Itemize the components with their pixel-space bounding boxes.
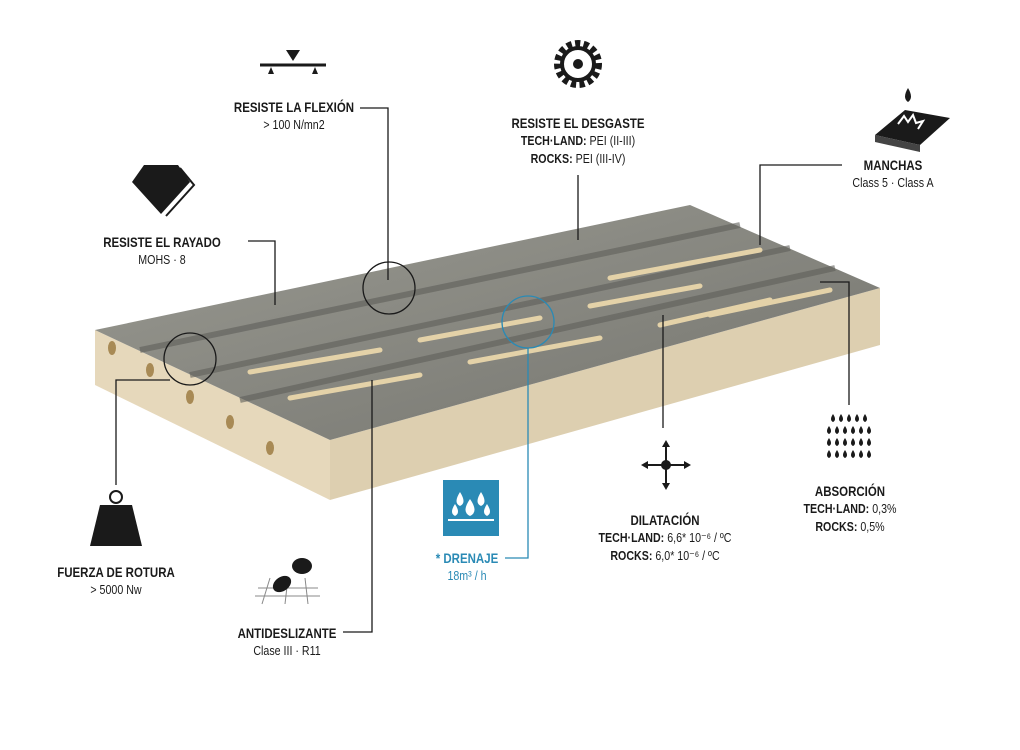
absorcion-key2: ROCKS: [815,519,858,534]
antideslizante-value: Clase III · R11 [253,643,321,658]
gear-icon [554,40,602,88]
dilatacion-val1: 6,6* 10⁻⁶ / ºC [667,530,732,545]
drop-mark [851,438,855,446]
drop-mark [859,426,863,434]
drop-mark [867,438,871,446]
drenaje-label: * DRENAJE 18m³ / h [436,549,499,585]
drop-mark [839,414,843,422]
manchas-title: MANCHAS [863,157,923,173]
drop-mark [843,438,847,446]
drop-mark [827,450,831,458]
drain-slots [247,247,833,401]
flexion-value: > 100 N/mn2 [263,117,325,132]
dilatacion-label: DILATACIÓN TECH·LAND: 6,6* 10⁻⁶ / ºC ROC… [599,511,732,565]
desgaste-title: RESISTE EL DESGASTE [511,115,645,131]
desgaste-val1: PEI (II-III) [589,133,636,148]
drop-mark [847,414,851,422]
drop-mark [851,426,855,434]
dilatacion-title: DILATACIÓN [630,512,700,528]
drenaje-value: 18m³ / h [447,568,487,583]
flexion-label: RESISTE LA FLEXIÓN > 100 N/mn2 [234,98,354,134]
drop-mark [831,414,835,422]
grooves [139,222,836,403]
drop-mark [851,450,855,458]
drop-mark [859,450,863,458]
flexion-icon [260,50,326,74]
antideslizante-title: ANTIDESLIZANTE [237,625,337,641]
footprint-icon [255,558,320,605]
rotura-label: FUERZA DE ROTURA > 5000 Nw [57,563,175,599]
drop-mark [835,450,839,458]
desgaste-key2: ROCKS: [530,151,573,166]
stain-icon [875,88,950,152]
weight-icon [90,490,142,546]
antideslizante-label: ANTIDESLIZANTE Clase III · R11 [238,624,337,660]
tile [95,205,880,500]
dilatacion-key1: TECH·LAND: [598,530,665,545]
tile-front-face [95,330,330,500]
rayado-label: RESISTE EL RAYADO MOHS · 8 [103,233,221,269]
manchas-value: Class 5 · Class A [852,175,934,190]
tile-side-face [330,288,880,500]
dilatacion-val2: 6,0* 10⁻⁶ / ºC [655,548,720,563]
absorcion-key1: TECH·LAND: [803,501,870,516]
diamond-icon [132,165,196,217]
drop-mark [867,450,871,458]
absorcion-label: ABSORCIÓN TECH·LAND: 0,3% ROCKS: 0,5% [803,482,896,536]
leader-lines [115,107,850,633]
drainage-icon [443,480,499,536]
rotura-title: FUERZA DE ROTURA [57,564,175,580]
arrows-icon [641,440,691,490]
drop-mark [863,414,867,422]
drop-mark [867,426,871,434]
desgaste-key1: TECH·LAND: [520,133,587,148]
desgaste-label: RESISTE EL DESGASTE TECH·LAND: PEI (II-I… [511,114,644,168]
dilatacion-key2: ROCKS: [610,548,653,563]
absorcion-val1: 0,3% [872,501,897,516]
manchas-label: MANCHAS Class 5 · Class A [852,156,933,192]
drops-icon [827,414,871,458]
drop-mark [855,414,859,422]
drop-mark [827,426,831,434]
drop-mark [843,450,847,458]
rayado-title: RESISTE EL RAYADO [103,234,221,250]
drop-mark [835,438,839,446]
drop-mark [843,426,847,434]
absorcion-title: ABSORCIÓN [814,483,886,499]
rotura-value: > 5000 Nw [90,582,142,597]
desgaste-val2: PEI (III-IV) [575,151,626,166]
flexion-title: RESISTE LA FLEXIÓN [233,99,355,115]
drop-mark [835,426,839,434]
absorcion-val2: 0,5% [860,519,885,534]
rayado-value: MOHS · 8 [138,252,186,267]
drop-mark [859,438,863,446]
side-holes [108,341,274,455]
drop-mark [827,438,831,446]
drenaje-title: * DRENAJE [435,550,499,566]
